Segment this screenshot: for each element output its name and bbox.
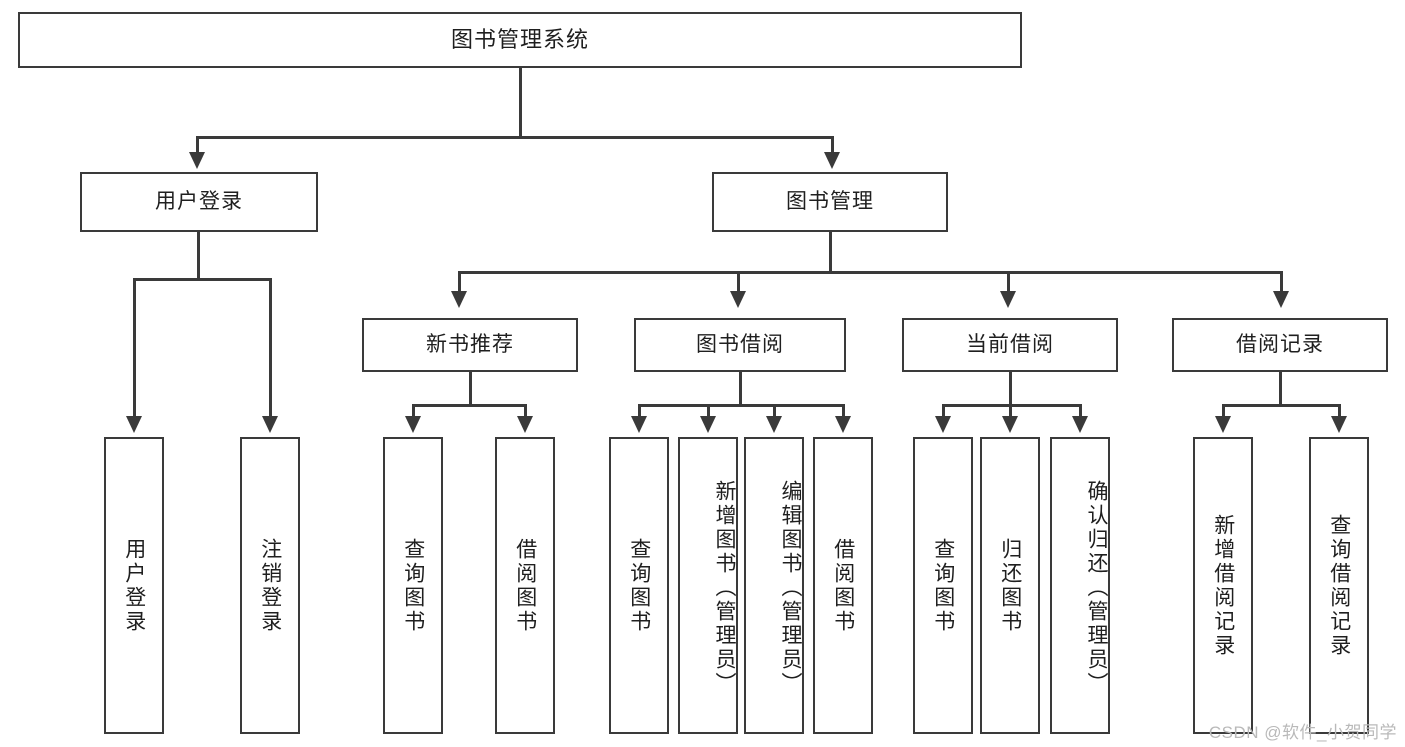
arrowhead-to-book-manage bbox=[824, 152, 840, 169]
connector-user-login-stem bbox=[197, 232, 200, 280]
node-book-borrow[interactable]: 图书借阅 bbox=[634, 318, 846, 372]
leaf-current-borrow-query[interactable]: 查询图书 bbox=[913, 437, 973, 734]
arrowhead-book-borrow-leaf-4 bbox=[835, 416, 851, 433]
leaf-book-borrow-borrow[interactable]: 借阅图书 bbox=[813, 437, 873, 734]
arrowhead-book-borrow-leaf-2 bbox=[700, 416, 716, 433]
connector-root-drop-left bbox=[196, 136, 199, 154]
leaf-borrow-record-add[interactable]: 新增借阅记录 bbox=[1193, 437, 1253, 734]
leaf-current-borrow-return[interactable]: 归还图书 bbox=[980, 437, 1040, 734]
connector-current-borrow-drop-3 bbox=[1079, 404, 1082, 418]
connector-borrow-record-drop-2 bbox=[1338, 404, 1341, 418]
arrowhead-borrow-record-leaf-2 bbox=[1331, 416, 1347, 433]
arrowhead-current-borrow-leaf-2 bbox=[1002, 416, 1018, 433]
leaf-book-borrow-add[interactable]: 新增图书（管理员） bbox=[678, 437, 738, 734]
node-book-manage[interactable]: 图书管理 bbox=[712, 172, 948, 232]
connector-book-manage-drop-1 bbox=[458, 271, 461, 293]
connector-borrow-record-stem bbox=[1279, 372, 1282, 406]
arrowhead-to-borrow-record bbox=[1273, 291, 1289, 308]
connector-user-login-drop-1 bbox=[133, 278, 136, 418]
connector-book-borrow-bus bbox=[638, 404, 844, 407]
leaf-new-book-borrow[interactable]: 借阅图书 bbox=[495, 437, 555, 734]
connector-borrow-record-bus bbox=[1222, 404, 1340, 407]
arrowhead-to-new-book-recommend bbox=[451, 291, 467, 308]
connector-new-book-bus bbox=[412, 404, 527, 407]
connector-book-manage-drop-3 bbox=[1007, 271, 1010, 293]
leaf-user-login-logout[interactable]: 注销登录 bbox=[240, 437, 300, 734]
leaf-user-login-login[interactable]: 用户登录 bbox=[104, 437, 164, 734]
node-user-login[interactable]: 用户登录 bbox=[80, 172, 318, 232]
connector-current-borrow-drop-1 bbox=[942, 404, 945, 418]
connector-root-bus bbox=[196, 136, 833, 139]
node-current-borrow[interactable]: 当前借阅 bbox=[902, 318, 1118, 372]
connector-current-borrow-bus bbox=[942, 404, 1082, 407]
leaf-new-book-query[interactable]: 查询图书 bbox=[383, 437, 443, 734]
node-new-book-recommend[interactable]: 新书推荐 bbox=[362, 318, 578, 372]
connector-book-manage-drop-2 bbox=[737, 271, 740, 293]
arrowhead-book-borrow-leaf-1 bbox=[631, 416, 647, 433]
connector-new-book-stem bbox=[469, 372, 472, 406]
arrowhead-current-borrow-leaf-3 bbox=[1072, 416, 1088, 433]
connector-book-borrow-drop-1 bbox=[638, 404, 641, 418]
arrowhead-current-borrow-leaf-1 bbox=[935, 416, 951, 433]
connector-book-borrow-drop-2 bbox=[707, 404, 710, 418]
node-borrow-record[interactable]: 借阅记录 bbox=[1172, 318, 1388, 372]
arrowhead-borrow-record-leaf-1 bbox=[1215, 416, 1231, 433]
connector-book-borrow-drop-3 bbox=[773, 404, 776, 418]
connector-new-book-drop-2 bbox=[524, 404, 527, 418]
connector-root-stem bbox=[519, 68, 522, 138]
leaf-borrow-record-query[interactable]: 查询借阅记录 bbox=[1309, 437, 1369, 734]
arrowhead-new-book-leaf-1 bbox=[405, 416, 421, 433]
connector-book-manage-bus bbox=[458, 271, 1282, 274]
arrowhead-book-borrow-leaf-3 bbox=[766, 416, 782, 433]
connector-borrow-record-drop-1 bbox=[1222, 404, 1225, 418]
connector-book-borrow-drop-4 bbox=[842, 404, 845, 418]
arrowhead-new-book-leaf-2 bbox=[517, 416, 533, 433]
arrowhead-to-current-borrow bbox=[1000, 291, 1016, 308]
arrowhead-user-login-leaf-1 bbox=[126, 416, 142, 433]
connector-book-manage-stem bbox=[829, 232, 832, 274]
watermark-text: CSDN @软件_小贺同学 bbox=[1208, 723, 1397, 742]
arrowhead-user-login-leaf-2 bbox=[262, 416, 278, 433]
connector-user-login-drop-2 bbox=[269, 278, 272, 418]
arrowhead-to-user-login bbox=[189, 152, 205, 169]
connector-current-borrow-drop-2 bbox=[1009, 404, 1012, 418]
leaf-current-borrow-confirm[interactable]: 确认归还（管理员） bbox=[1050, 437, 1110, 734]
connector-new-book-drop-1 bbox=[412, 404, 415, 418]
connector-book-borrow-stem bbox=[739, 372, 742, 406]
connector-current-borrow-stem bbox=[1009, 372, 1012, 406]
leaf-book-borrow-query[interactable]: 查询图书 bbox=[609, 437, 669, 734]
arrowhead-to-book-borrow bbox=[730, 291, 746, 308]
leaf-book-borrow-edit[interactable]: 编辑图书（管理员） bbox=[744, 437, 804, 734]
connector-root-drop-right bbox=[831, 136, 834, 154]
connector-user-login-bus bbox=[133, 278, 272, 281]
connector-book-manage-drop-4 bbox=[1280, 271, 1283, 293]
node-root-system[interactable]: 图书管理系统 bbox=[18, 12, 1022, 68]
